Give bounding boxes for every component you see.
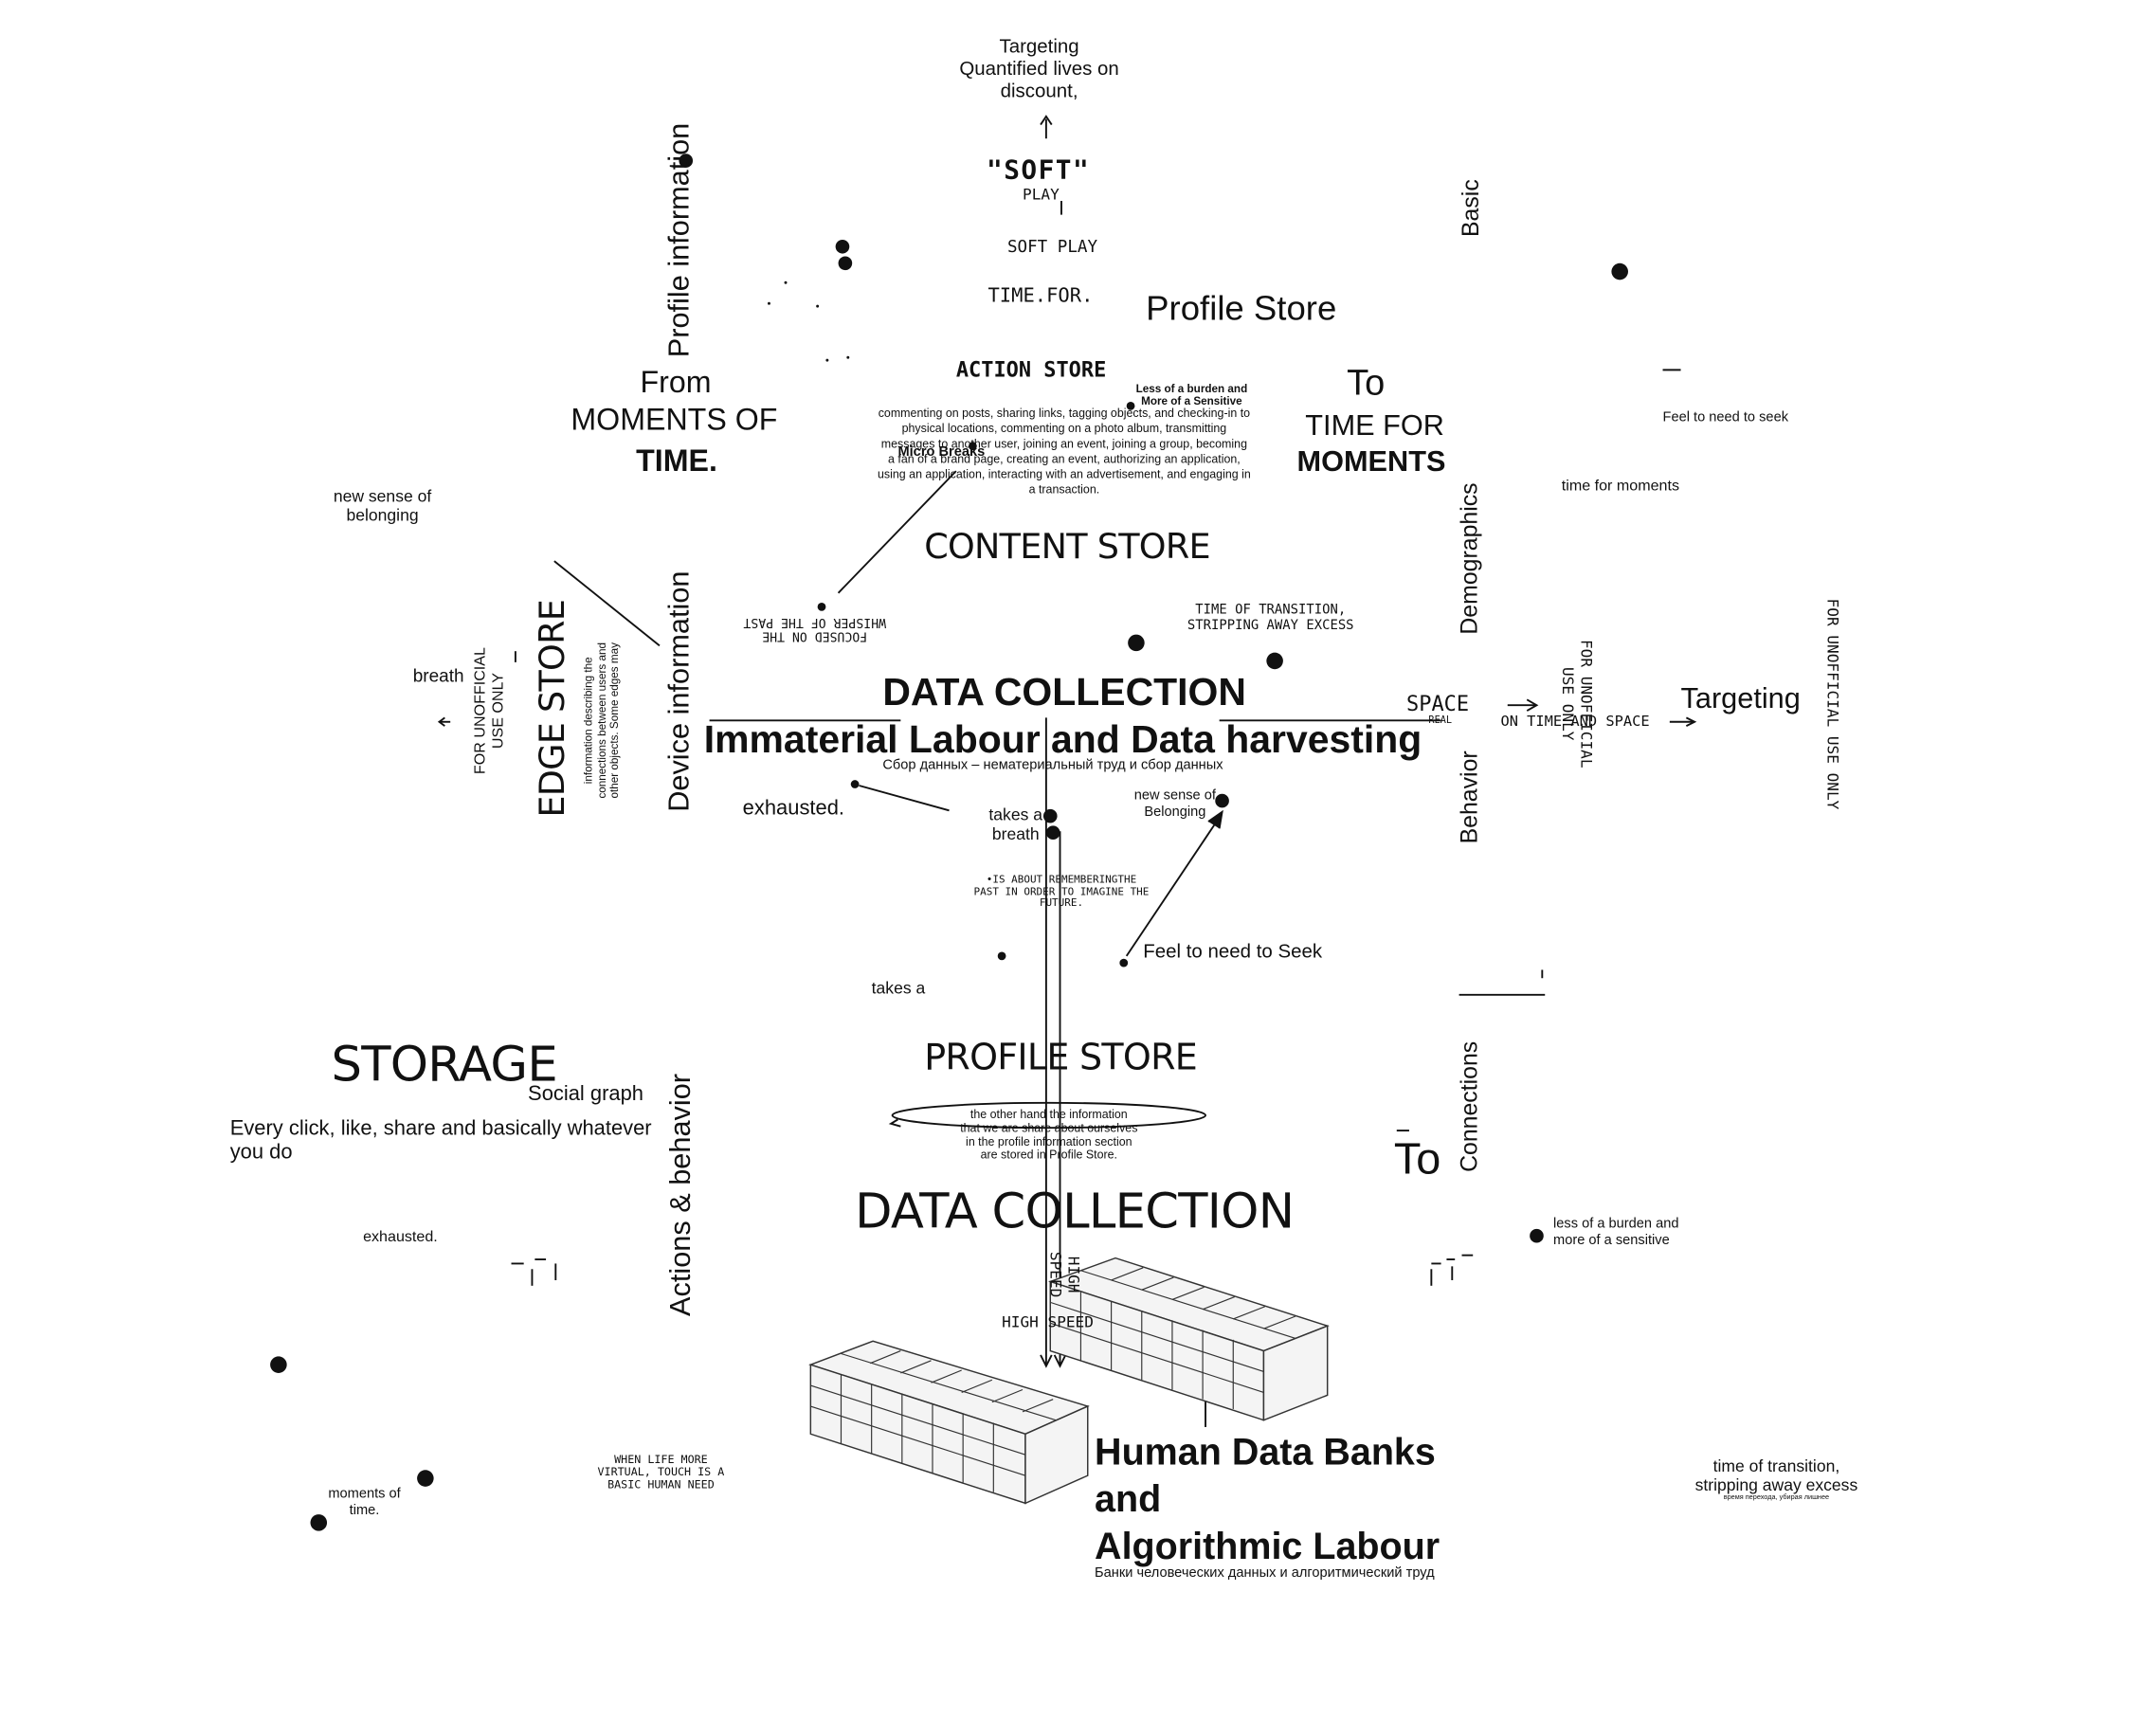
dot-icon bbox=[270, 154, 1628, 1531]
storage-title: STORAGE bbox=[331, 1038, 557, 1094]
content-store-title: CONTENT STORE bbox=[924, 526, 1210, 567]
server-rack-icon bbox=[808, 1340, 1090, 1505]
feel-to-need-center: Feel to need to Seek bbox=[1143, 939, 1323, 962]
server-rack-icon bbox=[1048, 1257, 1330, 1421]
moments-of-time-label: moments of time. bbox=[328, 1486, 401, 1518]
profile-store-title: PROFILE STORE bbox=[924, 1038, 1198, 1079]
new-sense-center: new sense of Belonging bbox=[1133, 787, 1216, 820]
breath-left: breath bbox=[412, 664, 464, 686]
profile-store-description: the other hand the information that we a… bbox=[960, 1107, 1138, 1162]
high-speed-label: HIGH SPEED bbox=[1002, 1313, 1094, 1332]
time-bold-label: TIME. bbox=[636, 443, 717, 479]
time-for-label: TIME.FOR. bbox=[987, 285, 1094, 308]
time-of-transition-center: TIME OF TRANSITION, STRIPPING AWAY EXCES… bbox=[1187, 603, 1354, 634]
basic-label: Basic bbox=[1458, 179, 1484, 238]
targeting-top-label: Targeting Quantified lives on discount, bbox=[959, 34, 1119, 102]
time-for-right: TIME FOR bbox=[1305, 409, 1444, 443]
data-collection-bold: DATA COLLECTION bbox=[882, 670, 1246, 714]
when-life-label: WHEN LIFE MORE VIRTUAL, TOUCH IS A BASIC… bbox=[597, 1453, 725, 1492]
exhausted-left: exhausted. bbox=[363, 1228, 438, 1246]
new-sense-left: new sense of belonging bbox=[333, 486, 432, 525]
moments-bold: MOMENTS bbox=[1296, 445, 1446, 479]
real-label: REAL bbox=[1428, 714, 1453, 727]
actions-behavior-label: Actions & behavior bbox=[664, 1073, 698, 1316]
social-graph-label: Social graph bbox=[528, 1081, 643, 1106]
soft-play-label: SOFT PLAY bbox=[1006, 237, 1098, 257]
play-label: PLAY bbox=[1023, 185, 1060, 204]
demographics-label: Demographics bbox=[1456, 482, 1483, 635]
targeting-right: Targeting bbox=[1680, 682, 1801, 715]
human-data-banks-title: Human Data Banks and Algorithmic Labour bbox=[1095, 1431, 1440, 1566]
exhausted-center: exhausted. bbox=[742, 796, 844, 821]
every-click-label: Every click, like, share and basically w… bbox=[229, 1116, 652, 1165]
edge-store-title: EDGE STORE bbox=[532, 599, 572, 818]
for-unofficial-left: FOR UNOFFICIAL USE ONLY bbox=[472, 647, 507, 775]
action-store-description: commenting on posts, sharing links, tagg… bbox=[877, 406, 1251, 497]
time-transition-right: time of transition, stripping away exces… bbox=[1694, 1456, 1858, 1495]
time-for-moments-right: time for moments bbox=[1561, 478, 1680, 495]
to-bottom-label: To bbox=[1393, 1132, 1441, 1184]
on-time-space-label: ON TIME AND SPACE bbox=[1500, 713, 1650, 731]
russian-transition-label: время перехода, убирая лишнее bbox=[1723, 1493, 1830, 1502]
focused-past-label: FOCUSED ON THE WHISPER OF THE PAST bbox=[743, 614, 886, 642]
remembering-label: •IS ABOUT REMEMBERINGTHE PAST IN ORDER T… bbox=[973, 873, 1150, 910]
edge-store-description: information describing the connections b… bbox=[582, 642, 622, 799]
device-information-label: Device information bbox=[663, 570, 696, 812]
russian-data-label: Сбор данных – нематериальный труд и сбор… bbox=[882, 757, 1223, 773]
less-burden-right: less of a burden and more of a sensitive bbox=[1553, 1216, 1679, 1248]
micro-breaks-label: Micro Breaks bbox=[897, 444, 986, 461]
feel-to-need-right: Feel to need to seek bbox=[1662, 409, 1789, 425]
data-collection-thin: DATA COLLECTION bbox=[855, 1184, 1295, 1240]
to-top-label: To bbox=[1347, 361, 1386, 404]
action-store-title: ACTION STORE bbox=[955, 357, 1107, 383]
for-unofficial-far: FOR UNOFFICIAL USE ONLY bbox=[1823, 598, 1842, 810]
from-label: From bbox=[640, 364, 712, 400]
moments-of-label: MOMENTS OF bbox=[571, 402, 778, 437]
profile-information-label: Profile information bbox=[663, 122, 696, 358]
for-unofficial-mid: FOR UNOFFICIAL USE ONLY bbox=[1559, 639, 1595, 769]
connections-label: Connections bbox=[1456, 1040, 1483, 1172]
soft-quote-label: "SOFT" bbox=[987, 154, 1091, 186]
behavior-label: Behavior bbox=[1456, 750, 1483, 844]
high-speed-vertical: HIGH SPEED bbox=[1046, 1251, 1082, 1298]
russian-banks-label: Банки человеческих данных и алгоритмичес… bbox=[1095, 1565, 1435, 1582]
space-label: SPACE bbox=[1406, 691, 1470, 716]
less-burden-top: Less of a burden and More of a Sensitive bbox=[1135, 382, 1248, 408]
takes-a-label: takes a bbox=[871, 978, 926, 998]
takes-a-breath: takes a breath bbox=[988, 805, 1043, 844]
immaterial-labour-title: Immaterial Labour and Data harvesting bbox=[703, 717, 1422, 761]
profile-store-top: Profile Store bbox=[1146, 289, 1337, 329]
